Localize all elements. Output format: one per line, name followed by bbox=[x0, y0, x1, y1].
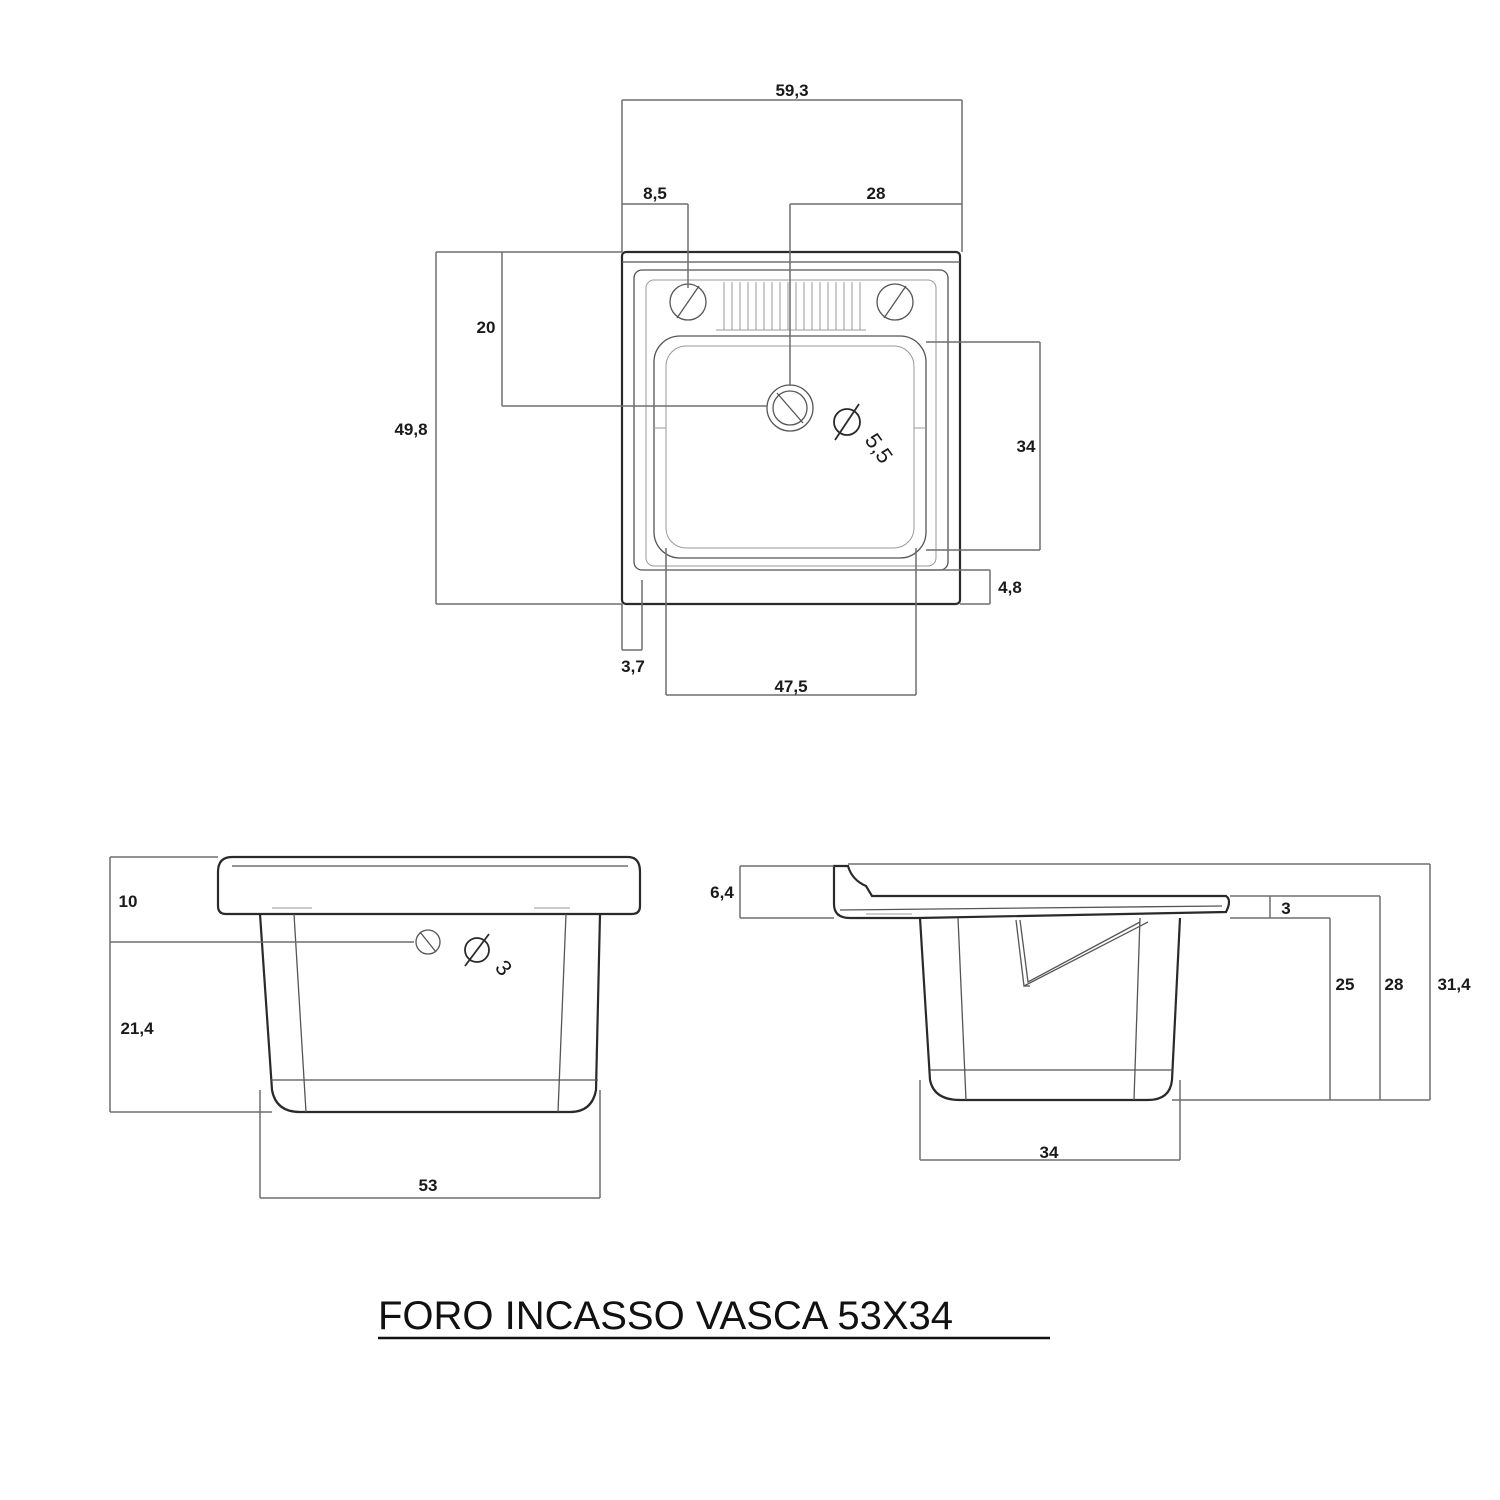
overflow-diameter-label: 3 bbox=[490, 955, 517, 980]
dim-drain-offset-y: 20 bbox=[477, 318, 496, 337]
dim-height-28: 28 bbox=[1385, 975, 1404, 994]
front-body-outline bbox=[258, 913, 602, 1114]
dim-bottom-width: 53 bbox=[419, 1176, 438, 1195]
dim-total-height: 31,4 bbox=[1437, 975, 1471, 994]
overflow-diameter-symbol bbox=[464, 933, 490, 967]
dim-basin-width: 47,5 bbox=[774, 677, 807, 696]
side-body-outline bbox=[918, 917, 1182, 1102]
top-view: 5,5 59,3 8,5 28 20 49,8 34 4,8 bbox=[394, 81, 1041, 696]
front-view: 3 10 21,4 53 bbox=[109, 855, 642, 1199]
dim-side-margin: 3,7 bbox=[621, 657, 645, 676]
side-view: 6,4 3 25 28 31,4 34 bbox=[710, 863, 1471, 1162]
dim-total-width: 59,3 bbox=[775, 81, 808, 100]
caption: FORO INCASSO VASCA 53X34 bbox=[378, 1294, 1050, 1340]
dim-faucet-offset: 8,5 bbox=[643, 184, 667, 203]
overflow-hole bbox=[415, 929, 441, 955]
washboard-ribs bbox=[716, 282, 866, 331]
dim-rim-height: 10 bbox=[119, 892, 138, 911]
side-top-outline bbox=[832, 864, 1231, 920]
front-rim-outline bbox=[216, 855, 642, 916]
faucet-hole-right bbox=[876, 283, 914, 321]
drain-diameter-symbol bbox=[833, 403, 861, 441]
dim-front-margin: 4,8 bbox=[998, 578, 1022, 597]
sink-rim-inner bbox=[633, 269, 949, 571]
dim-total-depth: 49,8 bbox=[394, 420, 427, 439]
dim-rim-thickness: 3 bbox=[1281, 899, 1290, 918]
drain-diameter-label: 5,5 bbox=[860, 429, 898, 468]
sink-outer-outline bbox=[620, 250, 962, 606]
dim-backsplash-height: 6,4 bbox=[710, 883, 734, 902]
dim-body-height-25: 25 bbox=[1336, 975, 1355, 994]
caption-text: FORO INCASSO VASCA 53X34 bbox=[378, 1294, 953, 1338]
dim-body-height: 21,4 bbox=[120, 1019, 154, 1038]
dim-basin-depth: 34 bbox=[1017, 437, 1036, 456]
dim-bottom-depth: 34 bbox=[1040, 1143, 1059, 1162]
dim-drain-offset-x: 28 bbox=[867, 184, 886, 203]
